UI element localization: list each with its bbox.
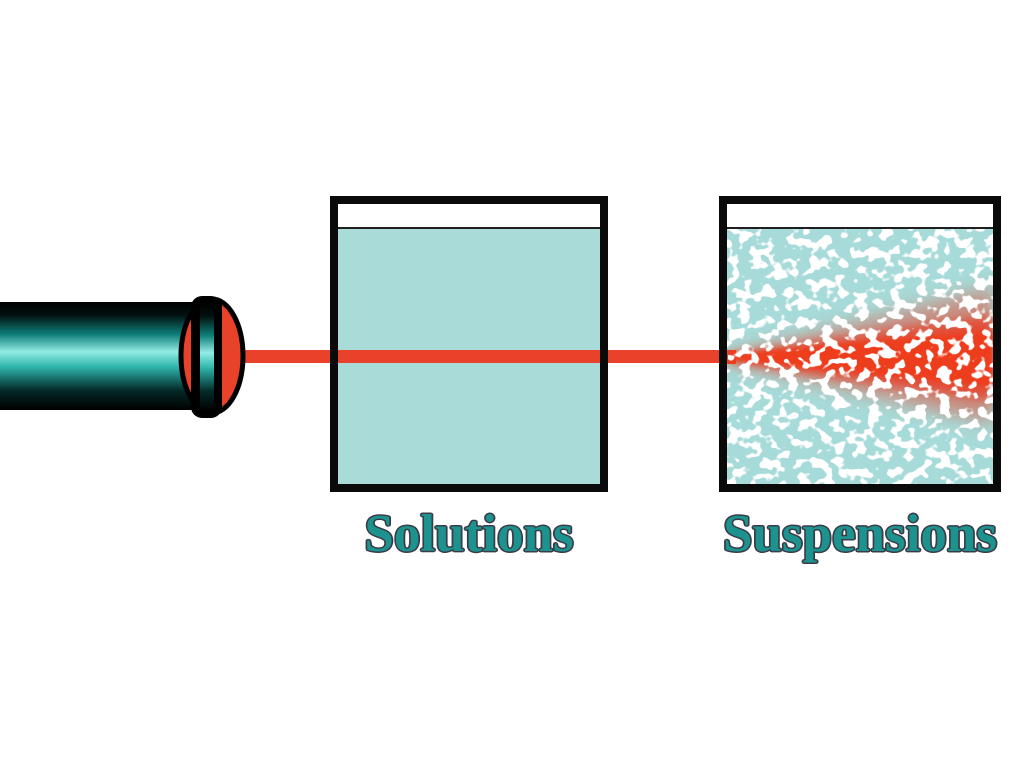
suspensions-label: Suspensions xyxy=(722,505,997,563)
solutions-beaker-frame xyxy=(330,196,608,492)
scatter-cone-icon xyxy=(727,229,993,484)
solutions-label: Solutions xyxy=(364,505,574,563)
suspensions-beaker-frame xyxy=(719,196,1001,492)
laser-collar-highlight xyxy=(200,303,214,411)
laser-body xyxy=(0,302,206,410)
solution-surface-line xyxy=(338,227,600,229)
suspension-particles-icon xyxy=(727,229,993,484)
suspensions-beaker-interior xyxy=(727,204,993,484)
laser-pointer-icon xyxy=(0,296,246,418)
suspension-surface-line xyxy=(727,227,993,229)
suspension-liquid xyxy=(727,229,993,484)
